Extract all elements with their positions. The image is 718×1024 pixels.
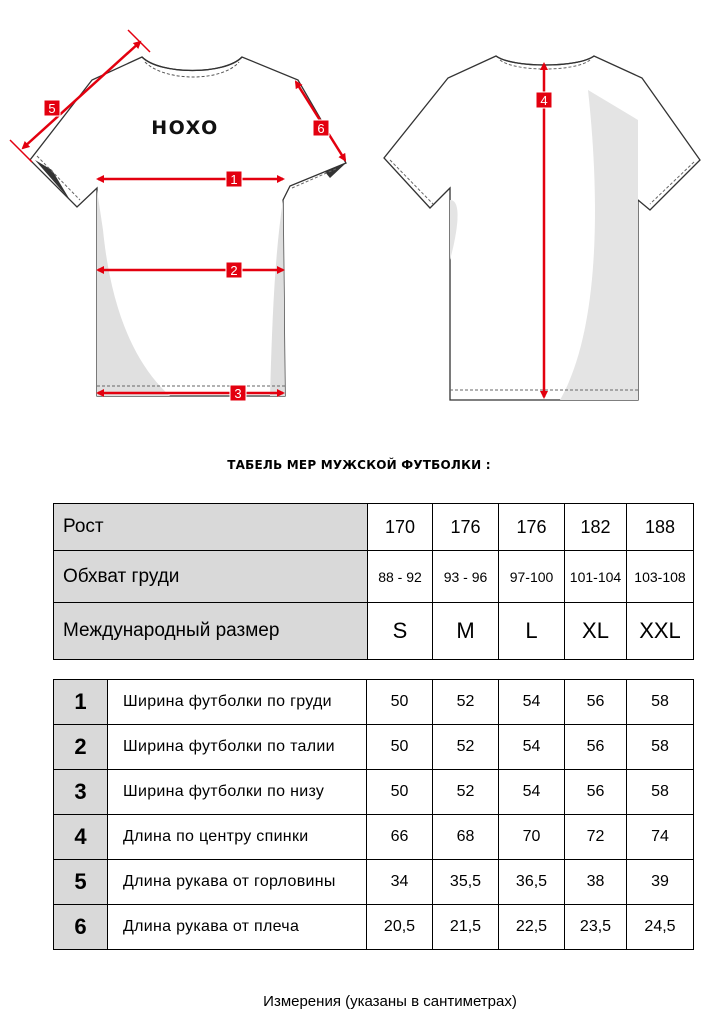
chest-value: 93 - 96 [432,550,499,603]
measurement-value: 54 [498,679,565,725]
chest-value: 103-108 [626,550,694,603]
measurement-label: Длина по центру спинки [107,814,367,860]
svg-text:1: 1 [230,172,237,187]
measurement-number: 1 [53,679,108,725]
svg-text:3: 3 [234,386,241,401]
front-tshirt: HOXO 1 2 3 5 6 [9,29,347,402]
measurement-value: 21,5 [432,904,499,950]
brand-logo: HOXO [151,117,219,139]
measurement-value: 58 [626,769,694,815]
measurement-value: 74 [626,814,694,860]
measurement-number: 2 [53,724,108,770]
chest-value: 101-104 [564,550,627,603]
marker-1: 1 [225,170,243,188]
measurement-value: 35,5 [432,859,499,905]
measurement-value: 39 [626,859,694,905]
measurement-value: 52 [432,724,499,770]
size-value: XXL [626,602,694,660]
footer-note: Измерения (указаны в сантиметрах) [263,993,517,1010]
marker-4: 4 [535,91,553,109]
size-value: XL [564,602,627,660]
measurement-value: 50 [366,769,433,815]
tshirt-diagrams: HOXO 1 2 3 5 6 [9,29,701,402]
size-table: Рост 170 176 176 182 188 Обхват груди 88… [53,503,694,660]
measurement-value: 38 [564,859,627,905]
size-value: S [367,602,433,660]
measurement-number: 5 [53,859,108,905]
svg-text:6: 6 [317,121,324,136]
measurement-value: 50 [366,724,433,770]
measurement-label: Ширина футболки по груди [107,679,367,725]
size-value: L [498,602,565,660]
measurement-value: 52 [432,769,499,815]
chest-label: Обхват груди [53,550,368,603]
measurement-value: 50 [366,679,433,725]
size-value: M [432,602,499,660]
height-value: 170 [367,503,433,551]
marker-3: 3 [229,384,247,402]
measurement-value: 52 [432,679,499,725]
table-title: ТАБЕЛЬ МЕР МУЖСКОЙ ФУТБОЛКИ : [227,458,491,472]
measurement-value: 56 [564,679,627,725]
chest-value: 88 - 92 [367,550,433,603]
measurement-value: 24,5 [626,904,694,950]
measurement-value: 22,5 [498,904,565,950]
chest-value: 97-100 [498,550,565,603]
measurement-value: 58 [626,679,694,725]
intl-size-row: Международный размер S M L XL XXL [53,602,694,660]
measurement-value: 54 [498,769,565,815]
measurement-value: 54 [498,724,565,770]
measurement-value: 68 [432,814,499,860]
svg-text:2: 2 [230,263,237,278]
svg-text:5: 5 [48,101,55,116]
height-value: 182 [564,503,627,551]
measurement-label: Длина рукава от плеча [107,904,367,950]
height-value: 176 [498,503,565,551]
chest-row: Обхват груди 88 - 92 93 - 96 97-100 101-… [53,550,694,603]
intl-size-label: Международный размер [53,602,368,660]
height-value: 176 [432,503,499,551]
measurement-label: Ширина футболки по талии [107,724,367,770]
marker-2: 2 [225,261,243,279]
measurement-value: 56 [564,724,627,770]
back-tshirt: 4 [383,55,701,401]
marker-5: 5 [43,99,61,117]
height-row: Рост 170 176 176 182 188 [53,503,694,551]
measurement-value: 58 [626,724,694,770]
height-value: 188 [626,503,694,551]
measurement-value: 72 [564,814,627,860]
measurement-number: 4 [53,814,108,860]
measurement-number: 3 [53,769,108,815]
measurement-number: 6 [53,904,108,950]
measurement-value: 20,5 [366,904,433,950]
svg-text:4: 4 [540,93,547,108]
height-label: Рост [53,503,368,551]
measurement-label: Ширина футболки по низу [107,769,367,815]
measurement-value: 56 [564,769,627,815]
measurement-value: 70 [498,814,565,860]
measurement-value: 36,5 [498,859,565,905]
measurement-value: 34 [366,859,433,905]
measurement-value: 23,5 [564,904,627,950]
marker-6: 6 [312,119,330,137]
measurement-value: 66 [366,814,433,860]
measurement-label: Длина рукава от горловины [107,859,367,905]
